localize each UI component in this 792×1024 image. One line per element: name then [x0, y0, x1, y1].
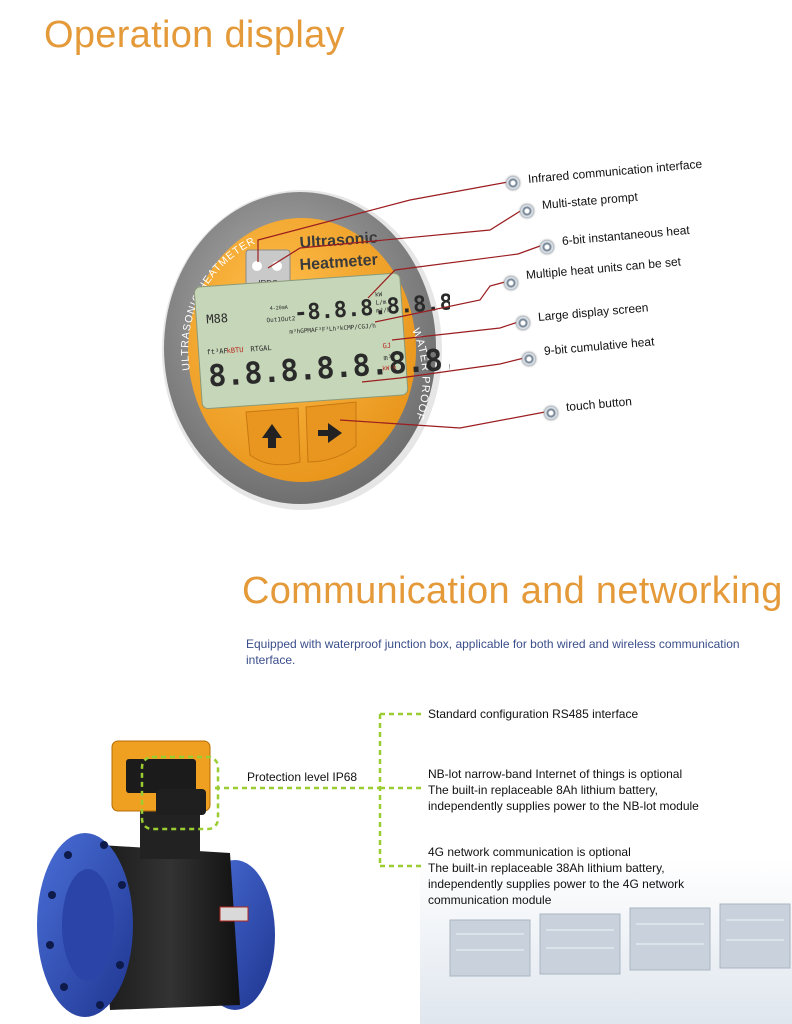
lcd-unit-lm: L/m	[375, 299, 387, 307]
pipe-bore	[62, 869, 114, 981]
lcd-unit-m3: m³	[383, 354, 392, 363]
network-item-line: independently supplies power to the NB-l…	[428, 799, 699, 813]
lcd-screen	[193, 272, 409, 410]
network-item-rs485: Standard configuration RS485 interface	[428, 706, 638, 722]
network-item-4g: 4G network communication is optional The…	[428, 844, 684, 908]
touch-button-up[interactable]	[245, 407, 301, 466]
lcd-kbtu: kBTU	[226, 346, 243, 355]
lcd-unit-kw: kW	[375, 291, 383, 299]
callout-leader-lines	[257, 181, 546, 429]
arrow-right-icon	[318, 423, 342, 443]
junction-box-highlight	[140, 755, 220, 831]
heatmeter-illustration: ULTRASONIC HEATMETER WATER PROOF IRDC Ul…	[162, 190, 450, 510]
lcd-small-left: M88	[206, 311, 229, 326]
network-connector-lines	[215, 712, 424, 868]
network-item-line: NB-lot narrow-band Internet of things is…	[428, 767, 683, 781]
callout-bullet-icon	[544, 406, 558, 420]
flowmeter-illustration	[37, 740, 275, 1017]
touch-button-right[interactable]	[305, 401, 357, 463]
lcd-unit-gj: GJ	[382, 342, 391, 351]
network-item-line: The built-in replaceable 8Ah lithium bat…	[428, 783, 658, 797]
network-item-line: independently supplies power to the 4G n…	[428, 877, 685, 891]
lcd-left-row: ft³AF	[206, 347, 228, 356]
callout-bullet-icon	[520, 204, 534, 218]
callout-bullet-icon	[522, 352, 536, 366]
network-item-nb-iot: NB-lot narrow-band Internet of things is…	[428, 766, 699, 814]
network-item-line: 4G network communication is optional	[428, 845, 631, 859]
callout-bullet-icon	[516, 316, 530, 330]
network-item-line: Standard configuration RS485 interface	[428, 707, 639, 721]
control-room-background	[420, 860, 792, 1024]
callout-bullet-icon	[540, 240, 554, 254]
junction-box-cover	[126, 759, 196, 793]
arrow-up-icon	[262, 424, 282, 448]
section-title-networking: Communication and networking	[242, 570, 783, 612]
networking-description: Equipped with waterproof junction box, a…	[246, 637, 740, 667]
lcd-rtgal: RTGAL	[250, 344, 272, 353]
lcd-unit-m3h: m³/h	[376, 307, 391, 315]
protection-level-label: Protection level IP68	[247, 770, 358, 784]
cable-gland	[156, 789, 206, 815]
brand-line2: Heatmeter	[299, 252, 378, 274]
lcd-ma: 4-20mA	[270, 305, 288, 312]
callout-bullet-icon	[506, 176, 520, 190]
callout-bullet-icon	[504, 276, 518, 290]
network-item-line: The built-in replaceable 38Ah lithium ba…	[428, 861, 665, 875]
section-title-operation: Operation display	[44, 14, 345, 56]
lcd-unit-kwh: kW·h	[382, 364, 397, 372]
meter-body	[100, 845, 240, 1010]
network-item-line: communication module	[428, 893, 552, 907]
nameplate-label	[219, 906, 249, 922]
infrared-emitter-icon	[252, 261, 262, 271]
lcd-out: Out1Out2	[266, 315, 296, 324]
